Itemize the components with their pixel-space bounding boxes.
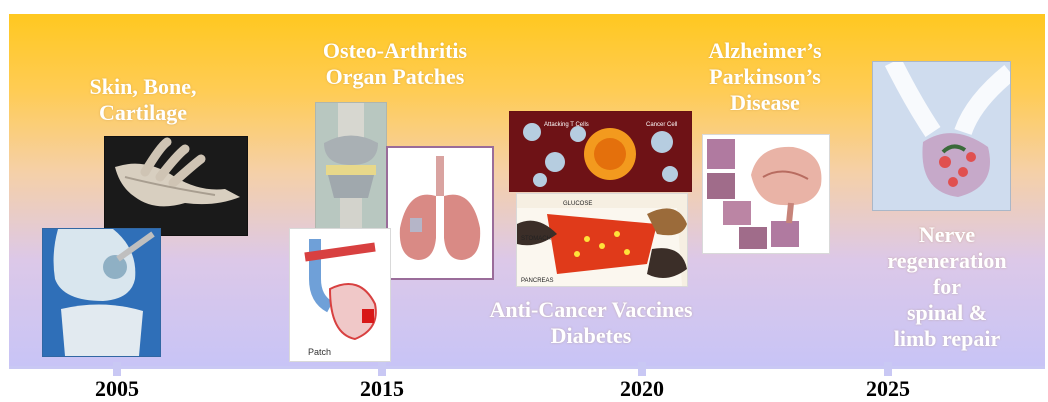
tick-2005 <box>113 362 121 376</box>
tick-2015 <box>378 362 386 376</box>
label-line: Osteo-Arthritis <box>295 38 495 64</box>
glove-hand-image <box>104 136 248 236</box>
attacking-t-cells-label: Attacking T Cells <box>544 122 589 128</box>
pancreas-graphic: GLUCOSE STOMACH PANCREAS <box>517 194 687 286</box>
label-line: Parkinson’s <box>680 64 850 90</box>
nerve-cell-graphic <box>873 62 1010 210</box>
t-cells-graphic: Attacking T Cells Cancer Cell <box>510 112 691 191</box>
year-2020: 2020 <box>597 376 687 402</box>
label-line: Nerve <box>872 222 1022 248</box>
label-osteo-arthritis: Osteo-Arthritis Organ Patches <box>295 38 495 90</box>
label-line: limb repair <box>872 326 1022 352</box>
stomach-label: STOMACH <box>521 236 551 242</box>
glove-hand-graphic <box>105 137 247 235</box>
label-line: spinal & <box>872 300 1022 326</box>
label-skin-bone-cartilage: Skin, Bone, Cartilage <box>58 74 228 126</box>
label-line: Anti-Cancer Vaccines <box>460 297 722 323</box>
t-cells-image: Attacking T Cells Cancer Cell <box>509 111 692 192</box>
label-line: Cartilage <box>58 100 228 126</box>
lungs-image <box>386 146 494 280</box>
year-2025: 2025 <box>843 376 933 402</box>
label-anti-cancer-diabetes: Anti-Cancer Vaccines Diabetes <box>460 297 722 349</box>
heart-patch-image: Patch <box>289 228 391 362</box>
tick-2025 <box>884 362 892 376</box>
label-line: Diabetes <box>460 323 722 349</box>
heart-patch-graphic: Patch <box>290 229 390 361</box>
glucose-label: GLUCOSE <box>563 201 592 207</box>
label-line: regeneration <box>872 248 1022 274</box>
lungs-graphic <box>388 148 492 278</box>
label-line: Disease <box>680 90 850 116</box>
year-2005: 2005 <box>72 376 162 402</box>
knee-joint-graphic <box>43 229 160 356</box>
pancreas-image: GLUCOSE STOMACH PANCREAS <box>516 193 688 287</box>
label-line: Alzheimer’s <box>680 38 850 64</box>
label-nerve-regeneration: Nerve regeneration for spinal & limb rep… <box>872 222 1022 352</box>
label-line: Organ Patches <box>295 64 495 90</box>
knee-implant-image <box>315 102 387 234</box>
patch-label: Patch <box>308 347 331 357</box>
knee-joint-image <box>42 228 161 357</box>
label-alzheimers-parkinsons: Alzheimer’s Parkinson’s Disease <box>680 38 850 116</box>
label-line: for <box>872 274 1022 300</box>
brain-graphic <box>703 135 829 253</box>
nerve-cell-image <box>872 61 1011 211</box>
knee-implant-graphic <box>316 103 386 233</box>
pancreas-label: PANCREAS <box>521 278 554 284</box>
label-line: Skin, Bone, <box>58 74 228 100</box>
brain-image <box>702 134 830 254</box>
tick-2020 <box>638 362 646 376</box>
cancer-cell-label: Cancer Cell <box>646 122 677 128</box>
year-2015: 2015 <box>337 376 427 402</box>
